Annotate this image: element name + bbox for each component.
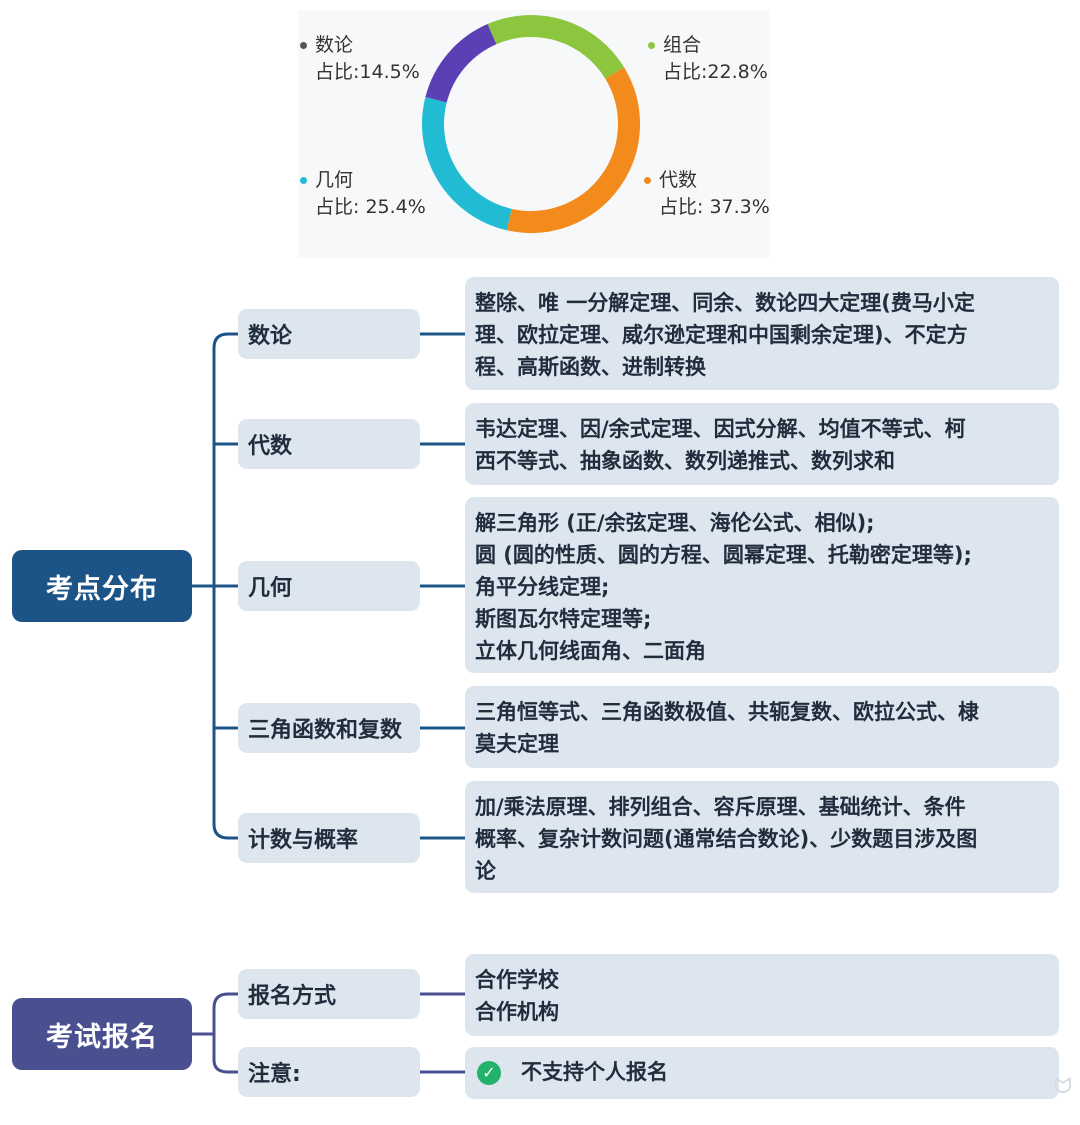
leaf-line: 立体几何线面角、二面角	[475, 639, 706, 663]
legend-label: 代数	[659, 169, 698, 191]
leaf-line: 韦达定理、因/余式定理、因式分解、均值不等式、柯	[475, 417, 966, 441]
legend-value: 占比:22.8%	[663, 61, 768, 83]
legend-label: 组合	[663, 34, 702, 56]
leaf-line: 莫夫定理	[475, 732, 559, 756]
legend-value: 占比:14.5%	[315, 61, 420, 83]
legend-item-algebra: 代数 占比: 37.3%	[644, 167, 770, 221]
legend-dot	[300, 42, 307, 49]
leaf-line: 西不等式、抽象函数、数列递推式、数列求和	[475, 449, 895, 473]
leaf-line: 合作机构	[475, 1000, 559, 1024]
leaf-line: 解三角形 (正/余弦定理、海伦公式、相似);	[475, 511, 875, 535]
branch-note: 注意:	[238, 1047, 420, 1097]
legend-value: 占比: 37.3%	[659, 196, 770, 218]
check-circle-icon: ✓	[477, 1061, 501, 1085]
donut-chart	[422, 15, 640, 233]
leaf-algebra: 韦达定理、因/余式定理、因式分解、均值不等式、柯 西不等式、抽象函数、数列递推式…	[465, 403, 1059, 485]
legend-dot	[648, 42, 655, 49]
leaf-number-theory: 整除、唯 一分解定理、同余、数论四大定理(费马小定 理、欧拉定理、威尔逊定理和中…	[465, 277, 1059, 390]
branch-registration-method: 报名方式	[238, 969, 420, 1019]
leaf-line: 理、欧拉定理、威尔逊定理和中国剩余定理)、不定方	[475, 323, 968, 347]
leaf-line: 论	[475, 859, 496, 883]
leaf-line: 角平分线定理;	[475, 575, 610, 599]
leaf-geometry: 解三角形 (正/余弦定理、海伦公式、相似); 圆 (圆的性质、圆的方程、圆幂定理…	[465, 497, 1059, 673]
root-node-exam-points: 考点分布	[12, 550, 192, 622]
leaf-line: 斯图瓦尔特定理等;	[475, 607, 652, 631]
note-text: 不支持个人报名	[521, 1060, 668, 1084]
legend-item-geometry: 几何 占比: 25.4%	[300, 167, 426, 221]
branch-trig-complex: 三角函数和复数	[238, 703, 420, 753]
root-node-registration: 考试报名	[12, 998, 192, 1070]
donut-slice-数论	[425, 24, 497, 103]
donut-slice-几何	[422, 97, 512, 231]
pie-chart-panel: 数论 占比:14.5% 组合 占比:22.8% 几何 占比: 25.4% 代数 …	[298, 10, 770, 258]
leaf-line: 合作学校	[475, 968, 559, 992]
branch-number-theory: 数论	[238, 309, 420, 359]
legend-dot	[644, 177, 651, 184]
watermark: ᗢ	[1054, 1074, 1076, 1099]
legend-label: 数论	[315, 34, 354, 56]
leaf-line: 圆 (圆的性质、圆的方程、圆幂定理、托勒密定理等);	[475, 543, 972, 567]
leaf-note: ✓ 不支持个人报名	[465, 1047, 1059, 1099]
legend-dot	[300, 177, 307, 184]
leaf-registration-method: 合作学校 合作机构	[465, 954, 1059, 1036]
leaf-line: 概率、复杂计数问题(通常结合数论)、少数题目涉及图	[475, 827, 978, 851]
leaf-line: 程、高斯函数、进制转换	[475, 355, 706, 379]
donut-slice-代数	[506, 67, 640, 233]
leaf-trig-complex: 三角恒等式、三角函数极值、共轭复数、欧拉公式、棣 莫夫定理	[465, 686, 1059, 768]
donut-slice-组合	[487, 15, 625, 79]
legend-label: 几何	[315, 169, 354, 191]
branch-algebra: 代数	[238, 419, 420, 469]
branch-geometry: 几何	[238, 561, 420, 611]
legend-value: 占比: 25.4%	[315, 196, 426, 218]
leaf-counting-probability: 加/乘法原理、排列组合、容斥原理、基础统计、条件 概率、复杂计数问题(通常结合数…	[465, 781, 1059, 893]
brand-logo-icon: ᗢ	[1053, 1074, 1072, 1099]
leaf-line: 加/乘法原理、排列组合、容斥原理、基础统计、条件	[475, 795, 966, 819]
legend-item-number-theory: 数论 占比:14.5%	[300, 32, 420, 86]
leaf-line: 三角恒等式、三角函数极值、共轭复数、欧拉公式、棣	[475, 700, 979, 724]
leaf-line: 整除、唯 一分解定理、同余、数论四大定理(费马小定	[475, 291, 975, 315]
legend-item-combinatorics: 组合 占比:22.8%	[648, 32, 768, 86]
leaf-line: ✓ 不支持个人报名	[475, 1056, 1049, 1088]
branch-counting-probability: 计数与概率	[238, 813, 420, 863]
